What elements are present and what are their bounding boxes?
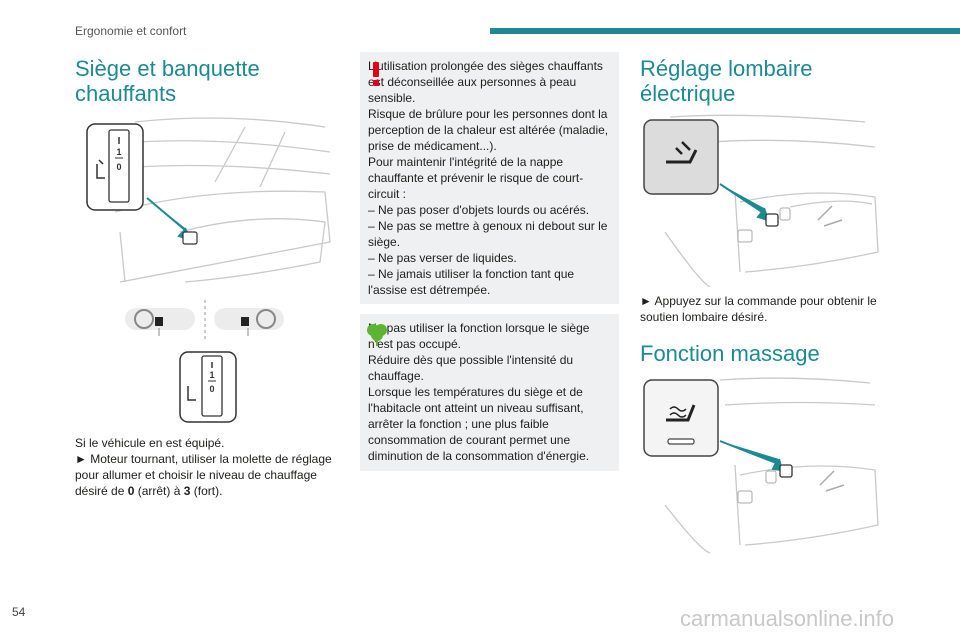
lumbar-illustration [643, 114, 879, 287]
warning-line-2: Risque de brûlure pour les personnes don… [368, 107, 609, 153]
eco-line-2: Réduire dès que possible l'intensité du … [368, 353, 574, 383]
warning-item: – Ne jamais utiliser la fonction tant qu… [368, 267, 575, 297]
eco-line-1: Ne pas utiliser la fonction lorsque le s… [368, 321, 590, 351]
warning-line-3: Pour maintenir l'intégrité de la nappe c… [368, 155, 584, 201]
eco-line-3: Lorsque les températures du siège et de … [368, 385, 590, 463]
eco-box: Ne pas utiliser la fonction lorsque le s… [360, 314, 619, 471]
watermark: carmanualsonline.info [680, 606, 895, 631]
exclamation-icon [373, 62, 379, 86]
leaf-icon [367, 324, 387, 346]
page-number: 54 [12, 605, 26, 619]
bench-dial-level-zero: 0 [209, 384, 214, 394]
section-bar [490, 28, 960, 34]
warning-item: – Ne pas verser de liquides. [368, 251, 517, 265]
steering-wheel-icon-left [134, 309, 154, 329]
warning-box: L'utilisation prolongée des sièges chauf… [360, 52, 619, 304]
massage-illustration [643, 377, 879, 554]
dial-level-one: 1 [116, 147, 121, 157]
warning-item: – Ne pas se mettre à genoux ni debout su… [368, 219, 608, 249]
section-header: Ergonomie et confort [75, 24, 187, 38]
steering-wheel-diagram [125, 300, 284, 340]
massage-title: Fonction massage [640, 341, 820, 366]
steering-wheel-icon-right [256, 309, 276, 329]
heated-instruction: ► Moteur tournant, utiliser la molette d… [75, 452, 332, 498]
heated-seat-illustration: 1 0 [86, 117, 331, 283]
heated-seat-text: Si le véhicule en est équipé. ► Moteur t… [75, 435, 345, 499]
warning-line-1: L'utilisation prolongée des sièges chauf… [368, 59, 603, 105]
lumbar-button-icon [765, 213, 779, 227]
bench-dial-level-one: 1 [209, 370, 214, 380]
lumbar-instruction: ► Appuyez sur la commande pour obtenir l… [640, 294, 877, 324]
heated-intro: Si le véhicule en est équipé. [75, 436, 225, 450]
lumbar-title: Réglage lombaire électrique [640, 56, 813, 106]
dial-level-zero: 0 [116, 162, 121, 172]
seat-knob-icon [182, 231, 198, 245]
warning-item: – Ne pas poser d'objets lourds ou acérés… [368, 203, 590, 217]
rear-bench-dial: 1 0 [179, 351, 237, 423]
massage-button-icon [779, 464, 793, 478]
heated-seat-title: Siège et banquette chauffants [75, 56, 260, 106]
